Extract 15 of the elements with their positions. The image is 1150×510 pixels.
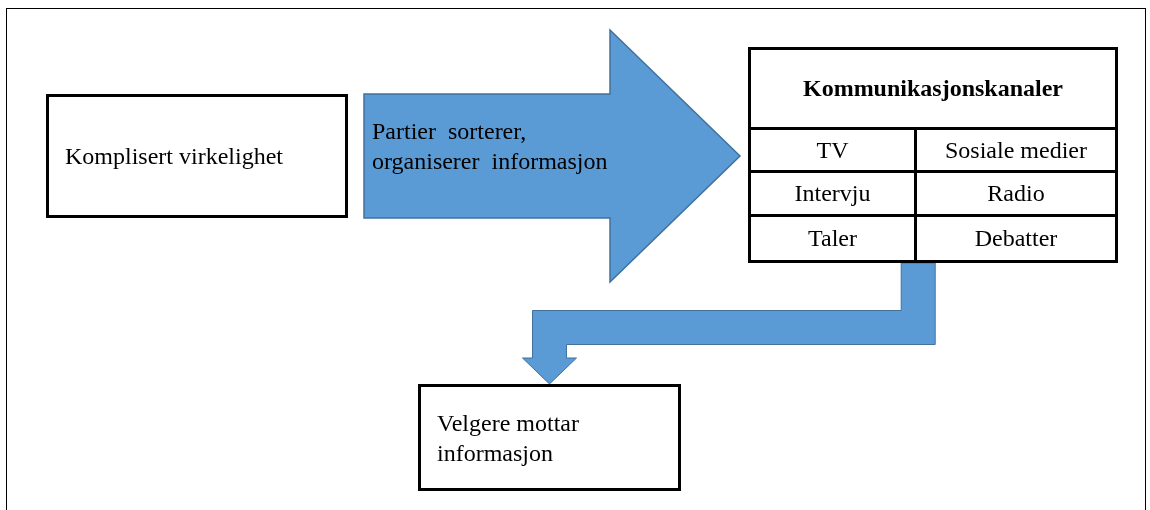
table-cell-text: Radio bbox=[987, 180, 1045, 207]
block-arrow bbox=[363, 28, 742, 284]
table-cell-text: TV bbox=[816, 136, 849, 164]
table-header: Kommunikasjonskanaler bbox=[802, 75, 1064, 102]
channel-table bbox=[748, 47, 1118, 263]
process-box bbox=[46, 94, 348, 218]
bent-arrow bbox=[522, 262, 936, 385]
edge-label: Partier sorterer, organiserer informasjon bbox=[372, 118, 608, 174]
box-label: Velgere mottar informasjon bbox=[437, 408, 580, 468]
process-box bbox=[418, 384, 681, 491]
box-label: Komplisert virkelighet bbox=[65, 142, 283, 171]
table-cell-text: Intervju bbox=[794, 180, 871, 207]
table-cell-text: Sosiale medier bbox=[945, 136, 1087, 164]
table-cell-text: Taler bbox=[808, 224, 857, 252]
table-cell-text: Debatter bbox=[974, 224, 1058, 252]
